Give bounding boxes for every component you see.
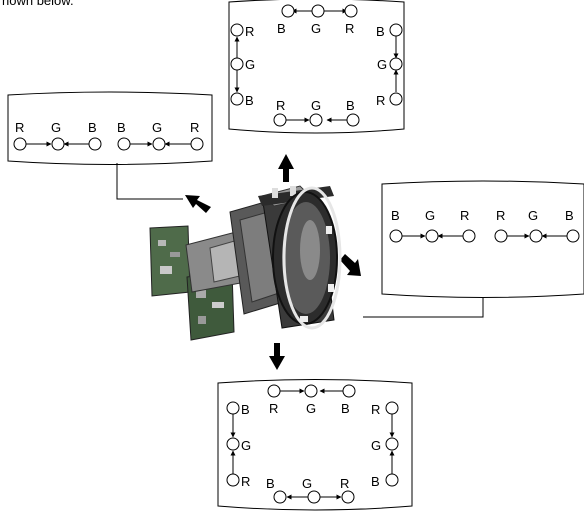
pr-b-dot-3 xyxy=(566,229,580,243)
pt-bottom-label-3: B xyxy=(346,98,355,113)
pl-a-dot-2 xyxy=(51,137,65,151)
panel-top-frame xyxy=(228,0,405,134)
pb-left-label-1: B xyxy=(241,402,250,417)
pt-right-label-1: B xyxy=(376,24,385,39)
pt-top-dot-2 xyxy=(311,4,325,18)
pb-top-dot-2 xyxy=(304,384,318,398)
pt-left-dot-2 xyxy=(230,57,244,71)
pt-left-dot-1 xyxy=(230,23,244,37)
pb-bottom-label-3: R xyxy=(340,476,349,491)
pl-a-label-1: R xyxy=(15,120,24,135)
pl-b-label-1: B xyxy=(117,120,126,135)
arrow-upleft-icon xyxy=(185,195,211,213)
pr-b-dot-1 xyxy=(494,229,508,243)
circuit-board-back xyxy=(149,225,191,297)
pr-b-label-3: B xyxy=(565,208,574,223)
pl-a-dot-1 xyxy=(13,137,27,151)
pt-right-dot-3 xyxy=(389,92,403,106)
arrow-downright-icon xyxy=(340,254,361,276)
pb-left-label-2: G xyxy=(241,438,251,453)
pt-left-label-3: B xyxy=(245,93,254,108)
pr-a-label-3: R xyxy=(460,208,469,223)
crt-bezel-rim xyxy=(282,186,342,330)
pl-b-dot-3 xyxy=(190,137,204,151)
arrow-down-icon xyxy=(269,343,285,370)
pb-top-dot-1 xyxy=(267,384,281,398)
pb-left-dot-3 xyxy=(226,473,240,487)
pr-b-label-1: R xyxy=(496,208,505,223)
arrow-up-icon xyxy=(278,154,294,182)
pt-top-dot-1 xyxy=(281,4,295,18)
pr-b-dot-2 xyxy=(529,229,543,243)
pt-top-label-2: G xyxy=(311,21,321,36)
pt-right-label-3: R xyxy=(376,93,385,108)
pt-top-label-1: B xyxy=(277,21,286,36)
pl-b-dot-2 xyxy=(152,137,166,151)
panel-bottom: R G B B G R R G B B xyxy=(217,379,413,511)
pl-b-label-3: R xyxy=(190,120,199,135)
pb-right-dot-1 xyxy=(385,401,399,415)
panel-top: B G R R G B B G R R xyxy=(228,0,405,134)
pb-right-dot-3 xyxy=(385,473,399,487)
panel-bottom-frame xyxy=(217,379,413,511)
pb-bottom-dot-1 xyxy=(273,490,287,504)
pl-a-label-2: G xyxy=(51,120,61,135)
pb-bottom-label-1: B xyxy=(266,476,275,491)
pt-bottom-dot-1 xyxy=(273,113,287,127)
pt-left-dot-3 xyxy=(230,92,244,106)
pl-b-label-2: G xyxy=(152,120,162,135)
pt-right-dot-2 xyxy=(389,57,403,71)
pt-right-dot-1 xyxy=(389,23,403,37)
pb-top-label-3: B xyxy=(341,401,350,416)
crt-assembly-illustration xyxy=(149,185,342,341)
pt-bottom-label-1: R xyxy=(276,98,285,113)
pr-a-dot-3 xyxy=(462,229,476,243)
pt-right-label-2: G xyxy=(377,57,387,72)
panel-left-frame xyxy=(7,91,213,165)
pr-a-label-1: B xyxy=(391,208,400,223)
pb-left-label-3: R xyxy=(241,474,250,489)
pr-a-dot-1 xyxy=(389,229,403,243)
pt-bottom-dot-2 xyxy=(309,113,323,127)
pt-top-dot-3 xyxy=(344,4,358,18)
pb-left-dot-1 xyxy=(226,401,240,415)
pb-bottom-dot-2 xyxy=(307,490,321,504)
pt-bottom-label-2: G xyxy=(311,98,321,113)
panel-right: B G R R G B xyxy=(363,180,584,318)
pb-right-dot-2 xyxy=(385,437,399,451)
pb-bottom-label-2: G xyxy=(302,476,312,491)
pb-top-dot-3 xyxy=(342,384,356,398)
direction-arrows xyxy=(185,154,361,370)
pl-b-dot-1 xyxy=(117,137,131,151)
pb-right-label-1: R xyxy=(371,402,380,417)
pt-bottom-dot-3 xyxy=(346,113,360,127)
caption-text: hown below. xyxy=(2,0,74,8)
pl-leader-line xyxy=(116,163,183,200)
pr-a-dot-2 xyxy=(425,229,439,243)
pr-leader-line xyxy=(363,297,484,318)
pt-top-label-3: R xyxy=(345,21,354,36)
pt-left-label-2: G xyxy=(245,57,255,72)
pb-right-label-3: B xyxy=(371,474,380,489)
pb-top-label-2: G xyxy=(306,401,316,416)
panel-right-frame xyxy=(381,180,584,298)
pt-left-label-1: R xyxy=(245,24,254,39)
pb-left-dot-2 xyxy=(226,437,240,451)
pb-right-label-2: G xyxy=(371,438,381,453)
panel-left: R G B B G R xyxy=(7,91,213,200)
pr-a-label-2: G xyxy=(425,208,435,223)
pl-a-dot-3 xyxy=(88,137,102,151)
pb-top-label-1: R xyxy=(269,401,278,416)
pb-bottom-dot-3 xyxy=(341,490,355,504)
pl-a-label-3: B xyxy=(88,120,97,135)
pr-b-label-2: G xyxy=(528,208,538,223)
